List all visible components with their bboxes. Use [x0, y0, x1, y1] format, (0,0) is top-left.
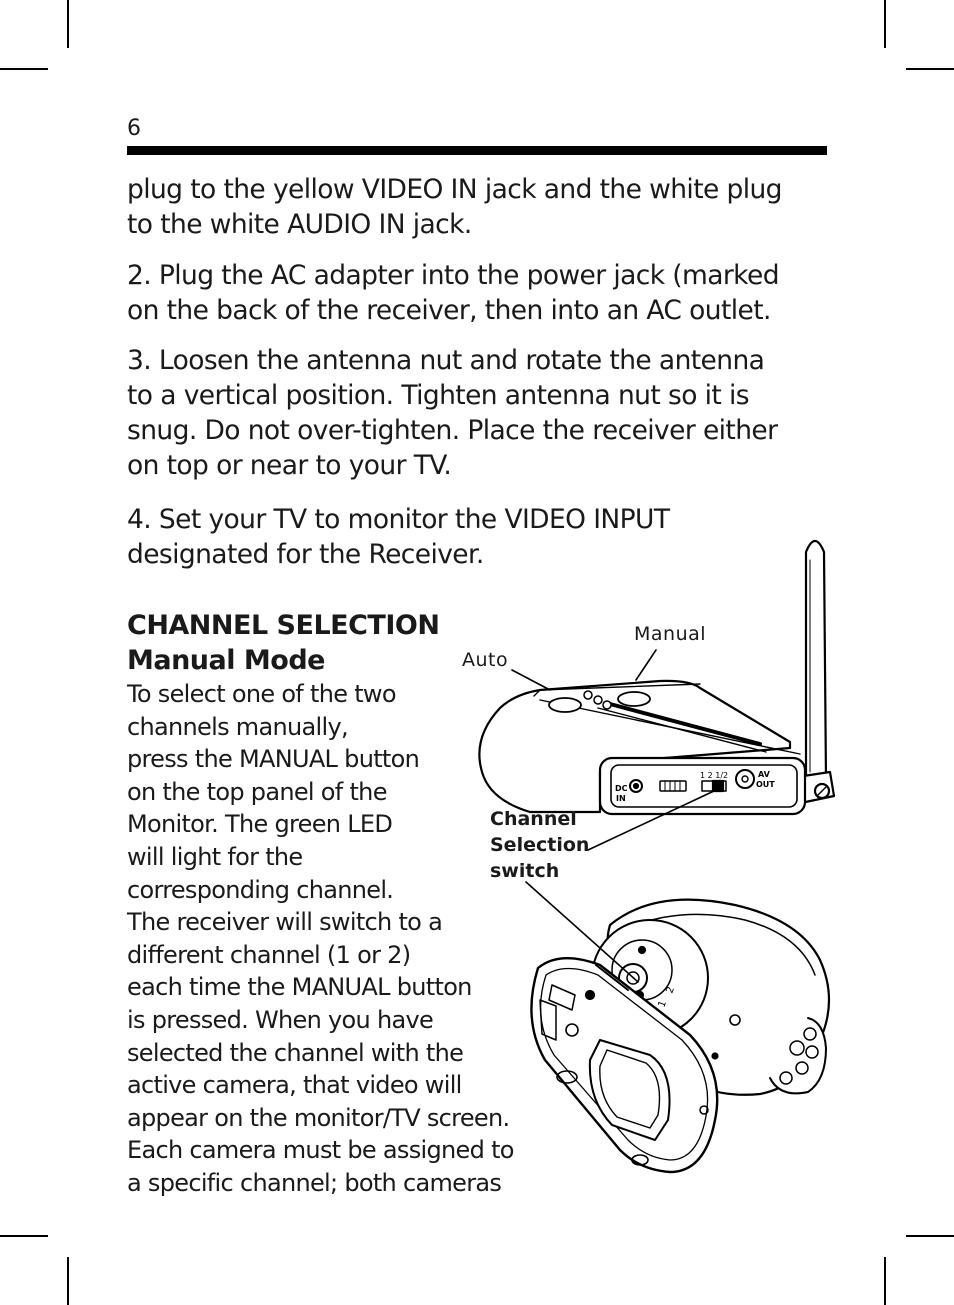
text-line: 2. Plug the AC adapter into the power ja… — [127, 260, 780, 291]
section-subheading: Manual Mode — [127, 645, 325, 676]
camera-switch-label: 1 — [656, 999, 669, 1009]
body-line: To select one of the two — [127, 680, 397, 708]
mounting-bracket — [530, 956, 719, 1174]
text-line: to the white AUDIO IN jack. — [127, 209, 472, 240]
page-number: 6 — [127, 116, 141, 141]
camera-switch-label: 2 — [664, 985, 677, 995]
body-line: a specific channel; both cameras — [127, 1168, 502, 1197]
body-line: channels manually, — [127, 712, 349, 741]
body-line: will light for the — [127, 842, 303, 871]
switch-position-label: 1 2 1/2 — [700, 771, 728, 780]
av-out-label: OUT — [756, 780, 775, 789]
body-line: is pressed. When you have — [127, 1005, 434, 1034]
dc-in-label: IN — [616, 794, 626, 803]
leader-line — [587, 790, 715, 851]
channel-selection-switch-callout: Channel Selection switch — [490, 806, 589, 884]
text-line: snug. Do not over-tighten. Place the rec… — [127, 415, 778, 446]
paragraph-4: 4. Set your TV to monitor the VIDEO INPU… — [127, 502, 670, 572]
dc-in-label: DC — [615, 784, 628, 793]
section-heading: CHANNEL SELECTION — [127, 610, 440, 641]
body-line: different channel (1 or 2) — [127, 940, 411, 969]
callout-line: switch — [490, 860, 560, 882]
text-line: to a vertical position. Tighten antenna … — [127, 380, 750, 411]
body-line: corresponding channel. — [127, 875, 394, 904]
paragraph-3: 3. Loosen the antenna nut and rotate the… — [127, 343, 778, 483]
text-line: on top or near to your TV. — [127, 450, 452, 481]
text-line: on the back of the receiver, then into a… — [127, 295, 771, 326]
body-line: Monitor. The green LED — [127, 810, 393, 839]
text-line: 4. Set your TV to monitor the VIDEO INPU… — [127, 504, 670, 535]
callout-line: Channel — [490, 808, 577, 830]
body-line: each time the MANUAL button — [127, 973, 472, 1002]
body-line: active camera, that video will — [127, 1071, 462, 1100]
crop-mark — [906, 68, 954, 70]
crop-mark — [884, 0, 886, 48]
body-line: selected the channel with the — [127, 1038, 464, 1067]
label-auto: Auto — [462, 649, 509, 671]
section-body: To select one of the two channels manual… — [127, 678, 514, 1200]
body-line: appear on the monitor/TV screen. — [127, 1103, 510, 1132]
crop-mark — [67, 1257, 69, 1305]
crop-mark — [884, 1257, 886, 1305]
crop-mark — [0, 68, 48, 70]
body-line: Each camera must be assigned to — [127, 1136, 514, 1165]
crop-mark — [906, 1235, 954, 1237]
body-line: press the MANUAL button — [127, 745, 420, 774]
paragraph-1: plug to the yellow VIDEO IN jack and the… — [127, 172, 783, 242]
crop-mark — [67, 0, 69, 48]
body-line: The receiver will switch to a — [127, 908, 443, 937]
crop-mark — [0, 1235, 48, 1237]
callout-line: Selection — [490, 834, 590, 856]
leader-line — [511, 669, 551, 691]
text-line: 3. Loosen the antenna nut and rotate the… — [127, 345, 765, 376]
text-line: plug to the yellow VIDEO IN jack and the… — [127, 174, 783, 205]
leader-line — [525, 881, 639, 983]
header-rule — [127, 146, 827, 155]
av-out-label: AV — [758, 770, 771, 779]
paragraph-2: 2. Plug the AC adapter into the power ja… — [127, 258, 780, 328]
receiver — [478, 679, 807, 816]
leader-line — [635, 649, 657, 681]
body-line: on the top panel of the — [127, 777, 387, 806]
label-manual: Manual — [634, 623, 707, 645]
text-line: designated for the Receiver. — [127, 539, 484, 570]
